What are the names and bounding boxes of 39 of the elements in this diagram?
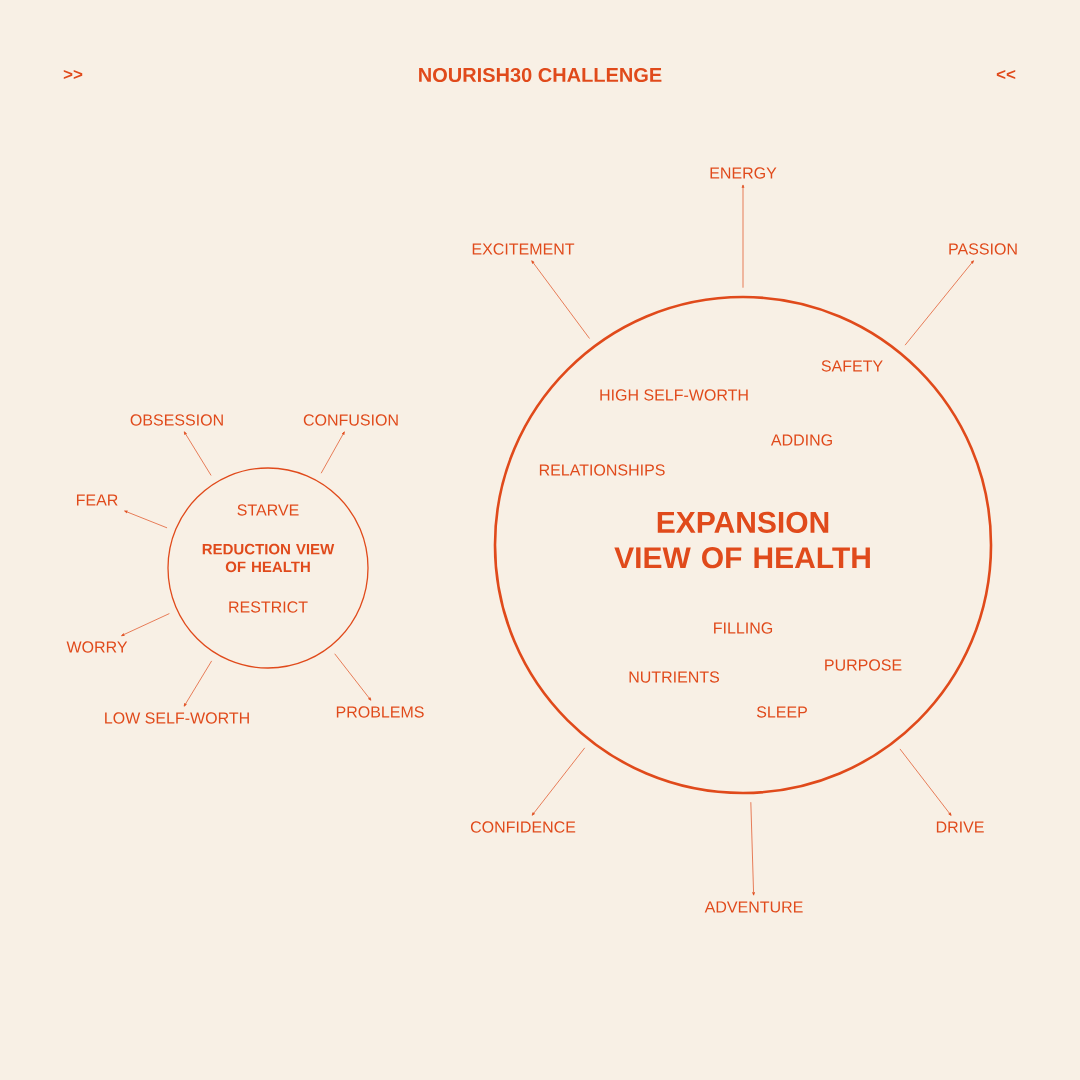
- chevron-text: >>: [63, 69, 83, 80]
- title: NOURISH30 CHALLENGE: [419, 67, 662, 83]
- arrow: [121, 613, 170, 637]
- circle-word: ADDING: [770, 434, 832, 446]
- circle-word: RELATIONSHIPS: [539, 464, 665, 476]
- circle-word: FILLING: [714, 622, 773, 634]
- arrow: [899, 748, 952, 816]
- word-label: CONFIDENCE: [470, 821, 576, 833]
- arrow: [320, 431, 345, 474]
- arrow: [750, 801, 755, 896]
- word-label: WORRY: [66, 641, 128, 653]
- circle-word: SLEEP: [756, 706, 807, 718]
- word-label: FEAR: [77, 494, 118, 506]
- circle-word: NUTRIENTS: [629, 671, 720, 683]
- word-label: OBSESSION: [130, 414, 223, 426]
- arrow: [741, 184, 745, 289]
- word-label: EXCITEMENT: [472, 243, 575, 255]
- arrow: [183, 660, 212, 707]
- circle-heading: REDUCTION VIEW OF HEALTH: [202, 543, 335, 573]
- arrow: [183, 431, 212, 476]
- circle-word: HIGH SELF-WORTH: [600, 389, 748, 401]
- arrow: [531, 260, 590, 339]
- arrow: [904, 260, 974, 346]
- arrow: [531, 747, 586, 816]
- circle-word: STARVE: [237, 504, 299, 516]
- word-label: DRIVE: [936, 821, 984, 833]
- word-label: CONFUSION: [303, 414, 398, 426]
- word-label: PROBLEMS: [336, 706, 424, 718]
- arrow: [334, 653, 372, 701]
- circle-word: RESTRICT: [229, 601, 308, 613]
- word-label: LOW SELF-WORTH: [105, 712, 249, 724]
- circle-heading: EXPANSION VIEW OF HEALTH: [614, 511, 870, 569]
- circle-word: PURPOSE: [825, 659, 902, 671]
- word-label: ADVENTURE: [704, 901, 803, 913]
- word-label: PASSION: [949, 243, 1017, 255]
- circle-word: SAFETY: [821, 360, 883, 372]
- arrow: [124, 510, 168, 529]
- word-label: ENERGY: [710, 167, 777, 179]
- chevron-text: <<: [996, 69, 1016, 80]
